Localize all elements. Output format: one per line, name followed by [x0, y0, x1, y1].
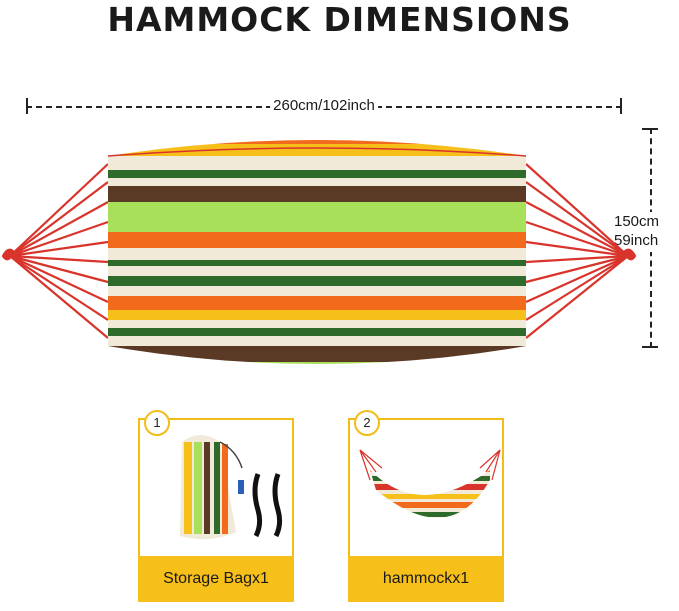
width-tick-right — [620, 98, 622, 114]
storage-bag-card: 1 Storage Bagx1 — [138, 410, 294, 602]
storage-bag-icon — [180, 435, 283, 540]
storage-bag-label: Storage Bagx1 — [138, 556, 294, 602]
height-label-inch: 59inch — [614, 232, 659, 249]
hammock-card: 2 hammockx1 — [348, 410, 504, 602]
height-label-cm: 150cm — [614, 213, 660, 230]
height-tick-bottom — [642, 346, 658, 348]
height-label: 150cm 59inch — [614, 212, 679, 252]
item-number-badge: 2 — [354, 410, 380, 436]
left-ropes-icon — [1, 163, 109, 339]
right-ropes-icon — [525, 163, 637, 339]
hammock-illustration — [1, 140, 637, 364]
width-tick-left — [26, 98, 28, 114]
page-title: HAMMOCK DIMENSIONS — [107, 0, 572, 39]
width-label: 260cm/102inch — [270, 96, 378, 116]
item-number-badge: 1 — [144, 410, 170, 436]
hammock-label: hammockx1 — [348, 556, 504, 602]
hammock-fabric-icon — [108, 140, 526, 364]
height-dimension: 150cm 59inch — [614, 128, 679, 348]
height-tick-top — [642, 128, 658, 130]
hammock-thumbnail-icon — [359, 449, 501, 518]
width-dimension: 260cm/102inch — [26, 96, 622, 116]
